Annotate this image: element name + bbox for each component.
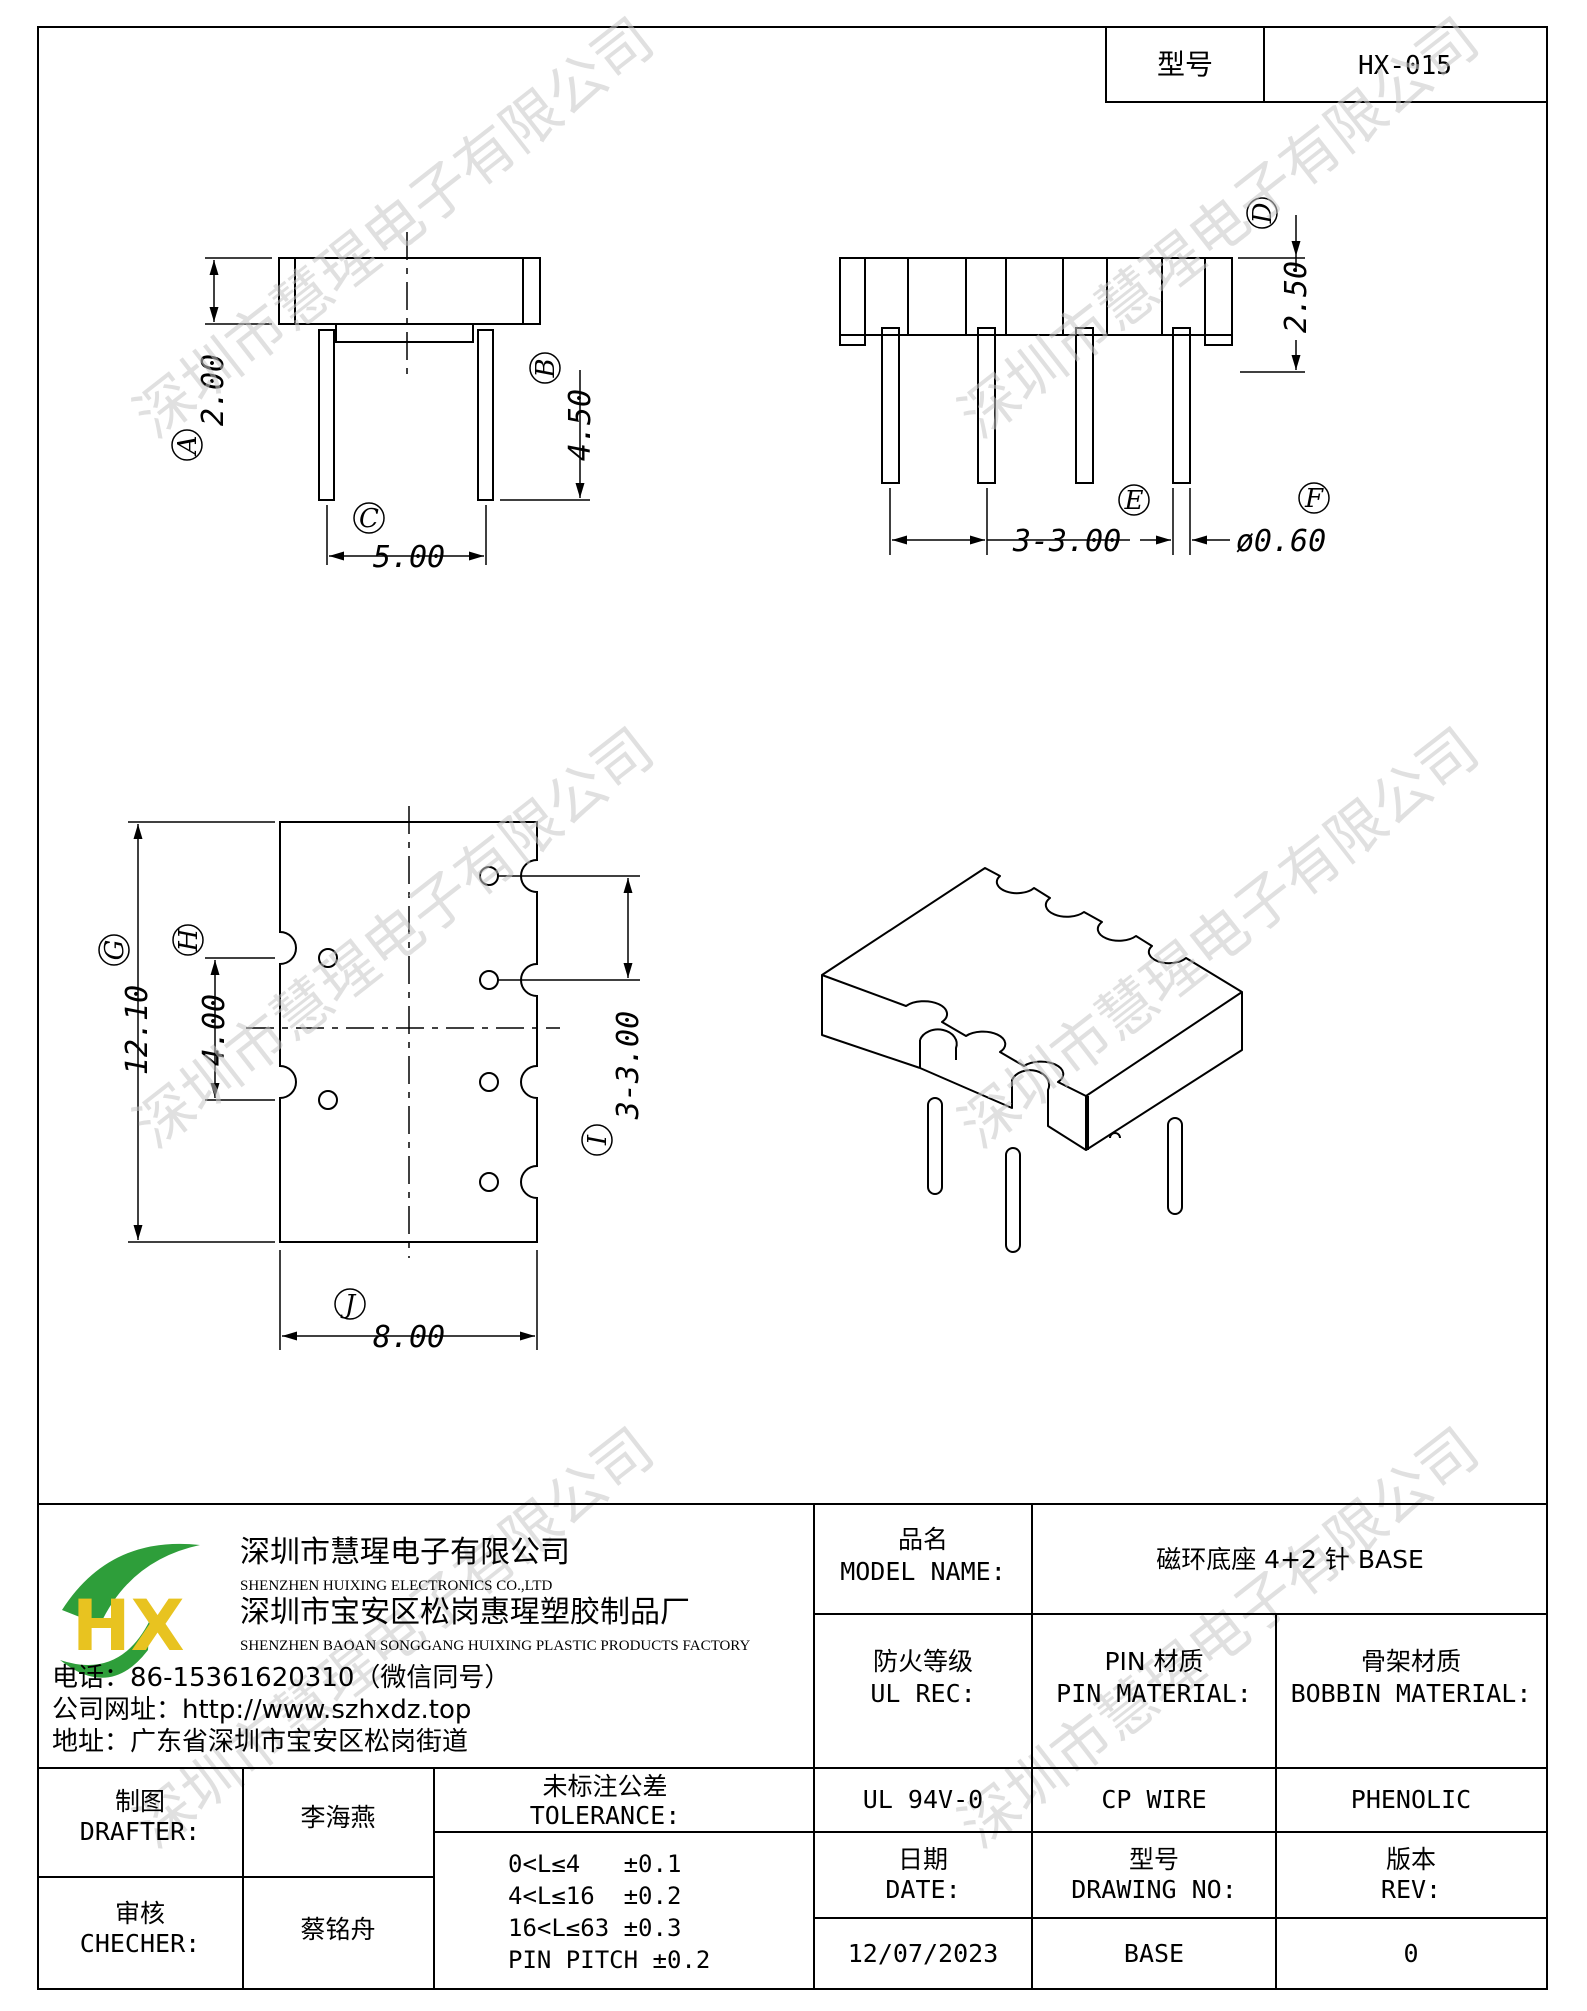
callout-G-circle: [98, 934, 130, 966]
dim-G: 12.10: [120, 985, 155, 1075]
date-label-en: DATE:: [885, 1875, 960, 1904]
callout-D: D: [1248, 202, 1278, 224]
company-logo: HX: [60, 1543, 200, 1678]
model-name-label-en: MODEL NAME:: [840, 1557, 1006, 1586]
tolerance-label-cn: 未标注公差: [542, 1772, 667, 1801]
bobbin-material-label-en: BOBBIN MATERIAL:: [1291, 1679, 1532, 1708]
drawing-no-value: BASE: [1124, 1939, 1184, 1968]
header-model-box: 型号 HX-015: [1105, 26, 1548, 103]
model-name-value: 磁环底座 4+2 针 BASE: [1156, 1545, 1424, 1574]
dim-A: 2.00: [196, 354, 231, 426]
watermark-4: 深圳市慧瑆电子有限公司: [947, 715, 1492, 1161]
drafter-value: 李海燕: [300, 1803, 375, 1832]
checker-value: 蔡铭舟: [300, 1915, 375, 1944]
tolerance-line-4: PIN PITCH ±0.2: [508, 1946, 710, 1974]
drafter-label-en: DRAFTER:: [80, 1817, 200, 1846]
top-view: [128, 806, 640, 1350]
title-block: [38, 1503, 1547, 1989]
front-view: [839, 215, 1305, 555]
bobbin-material-label-cn: 骨架材质: [1361, 1647, 1461, 1676]
callout-J: J: [340, 1290, 357, 1320]
company-name-cn: 深圳市慧瑆电子有限公司: [240, 1535, 570, 1570]
factory-name-cn: 深圳市宝安区松岗惠瑆塑胶制品厂: [240, 1595, 690, 1630]
bobbin-material-value: PHENOLIC: [1351, 1785, 1471, 1814]
ul-label-en: UL REC:: [870, 1679, 975, 1708]
drawing-no-label-cn: 型号: [1129, 1845, 1179, 1874]
dim-B: 4.50: [563, 389, 598, 461]
callout-A-circle: [171, 429, 203, 461]
ul-label-cn: 防火等级: [873, 1647, 973, 1676]
dim-H: 4.00: [197, 994, 232, 1066]
tolerance-line-2: 4<L≤16 ±0.2: [508, 1882, 681, 1910]
checker-label-cn: 审核: [115, 1899, 165, 1928]
callout-B: B: [531, 358, 561, 378]
dim-C: 5.00: [373, 540, 445, 575]
rev-value: 0: [1403, 1939, 1418, 1968]
company-website: 公司网址：http://www.szhxdz.top: [52, 1695, 471, 1725]
callout-F: F: [1304, 484, 1324, 514]
side-view: [205, 232, 590, 565]
callout-I: I: [583, 1134, 613, 1146]
callout-C-circle: [353, 502, 385, 534]
checker-label-en: CHECHER:: [80, 1929, 200, 1958]
company-address: 地址：广东省深圳市宝安区松岗街道: [52, 1727, 468, 1757]
callout-G: G: [100, 940, 130, 961]
dim-E: 3-3.00: [1012, 524, 1121, 559]
rev-label-cn: 版本: [1386, 1845, 1436, 1874]
company-phone: 电话：86-15361620310（微信同号）: [52, 1663, 510, 1693]
sheet-border: [37, 26, 1548, 1990]
header-model-value: HX-015: [1358, 51, 1452, 81]
callout-J-circle: [334, 1288, 366, 1320]
drawing-no-label-en: DRAWING NO:: [1071, 1875, 1237, 1904]
drafter-label-cn: 制图: [115, 1787, 165, 1816]
logo-letters: HX: [72, 1585, 185, 1667]
date-label-cn: 日期: [898, 1845, 948, 1874]
callout-E-circle: [1118, 484, 1150, 516]
callout-I-circle: [581, 1124, 613, 1156]
date-value: 12/07/2023: [848, 1939, 999, 1968]
pin-material-label-en: PIN MATERIAL:: [1056, 1679, 1252, 1708]
callout-E: E: [1124, 486, 1144, 516]
callout-A: A: [173, 436, 203, 457]
pin-material-label-cn: PIN 材质: [1104, 1647, 1203, 1676]
dim-F: ø0.60: [1236, 524, 1326, 559]
model-name-label-cn: 品名: [898, 1525, 948, 1554]
watermark-2: 深圳市慧瑆电子有限公司: [947, 5, 1492, 451]
header-model-label: 型号: [1157, 48, 1213, 81]
callout-C: C: [359, 504, 379, 534]
pin-material-value: CP WIRE: [1101, 1785, 1206, 1814]
dim-I: 3-3.00: [611, 1011, 646, 1120]
dim-D: 2.50: [1279, 261, 1314, 333]
watermark-1: 深圳市慧瑆电子有限公司: [122, 5, 667, 451]
callout-H-circle: [172, 924, 204, 956]
isometric-view: [821, 867, 1243, 1253]
company-name-en: SHENZHEN HUIXING ELECTRONICS CO.,LTD: [240, 1578, 553, 1594]
dim-J: 8.00: [373, 1320, 445, 1355]
tolerance-label-en: TOLERANCE:: [530, 1801, 681, 1830]
callout-H: H: [174, 927, 204, 952]
factory-name-en: SHENZHEN BAOAN SONGGANG HUIXING PLASTIC …: [240, 1638, 750, 1654]
callout-D-circle: [1246, 197, 1278, 229]
rev-label-en: REV:: [1381, 1875, 1441, 1904]
tolerance-line-3: 16<L≤63 ±0.3: [508, 1914, 681, 1942]
callout-B-circle: [529, 352, 561, 384]
ul-value: UL 94V-0: [863, 1785, 983, 1814]
tolerance-line-1: 0<L≤4 ±0.1: [508, 1850, 681, 1878]
callout-F-circle: [1298, 482, 1330, 514]
